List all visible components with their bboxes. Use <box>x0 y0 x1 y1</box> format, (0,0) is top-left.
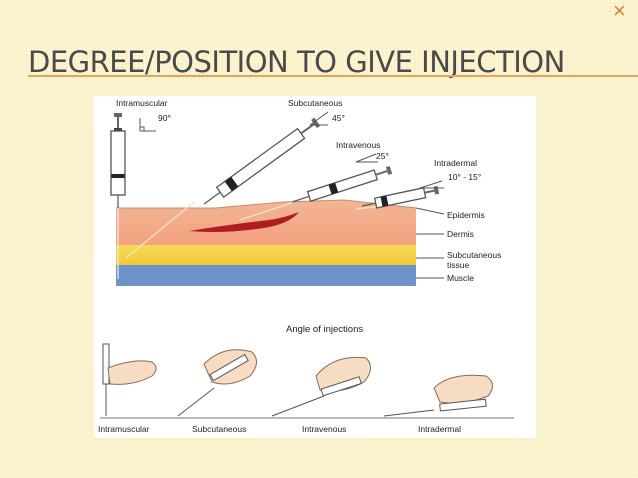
epidermis-line <box>116 199 417 209</box>
label-dermis: Dermis <box>447 229 474 239</box>
skin-layers <box>116 199 417 286</box>
layer-leader-lines <box>415 207 445 279</box>
label-epidermis: Epidermis <box>447 210 485 220</box>
close-mark: × <box>613 0 626 23</box>
label-subcutaneous: Subcutaneous <box>288 98 342 108</box>
label-intravenous-angle: 25° <box>376 151 389 161</box>
bottom-label-intramuscular: Intramuscular <box>98 424 150 434</box>
bottom-label-subcutaneous: Subcutaneous <box>192 424 246 434</box>
subcutaneous-angle-symbol <box>309 111 329 126</box>
title-underline <box>28 75 638 77</box>
label-intramuscular-angle: 90° <box>158 113 171 123</box>
subcutaneous-layer <box>116 245 416 266</box>
intravenous-syringe <box>291 166 393 203</box>
label-intravenous: Intravenous <box>336 140 380 150</box>
label-subcutaneous-tissue-2: tissue <box>447 260 469 270</box>
label-intradermal-angle: 10° - 15° <box>448 172 481 182</box>
muscle-layer <box>116 265 416 286</box>
vein <box>189 212 299 232</box>
hand-subcutaneous <box>177 349 257 417</box>
intramuscular-syringe <box>110 113 126 208</box>
label-muscle: Muscle <box>447 273 474 283</box>
hand-intravenous <box>271 356 371 417</box>
hand-intradermal <box>383 374 493 417</box>
figure-caption: Angle of injections <box>286 324 363 335</box>
label-subcutaneous-angle: 45° <box>332 113 345 123</box>
iv-needle-path <box>239 201 295 221</box>
bottom-label-intradermal: Intradermal <box>418 424 461 434</box>
injection-angle-figure: Intramuscular 90° Subcutaneous 45° Intra… <box>94 96 536 438</box>
sc-needle-path <box>125 201 195 259</box>
right-angle-symbol <box>139 118 156 132</box>
label-intradermal: Intradermal <box>434 158 477 168</box>
label-intramuscular: Intramuscular <box>116 98 168 108</box>
intravenous-angle-symbol <box>355 153 378 163</box>
bottom-label-intravenous: Intravenous <box>302 424 346 434</box>
subcutaneous-syringe <box>203 117 321 205</box>
hand-intramuscular <box>102 343 157 416</box>
intradermal-angle-symbol <box>419 180 444 189</box>
slide-title: DEGREE/POSITION TO GIVE INJECTION <box>28 45 565 79</box>
label-subcutaneous-tissue-1: Subcutaneous <box>447 250 501 260</box>
